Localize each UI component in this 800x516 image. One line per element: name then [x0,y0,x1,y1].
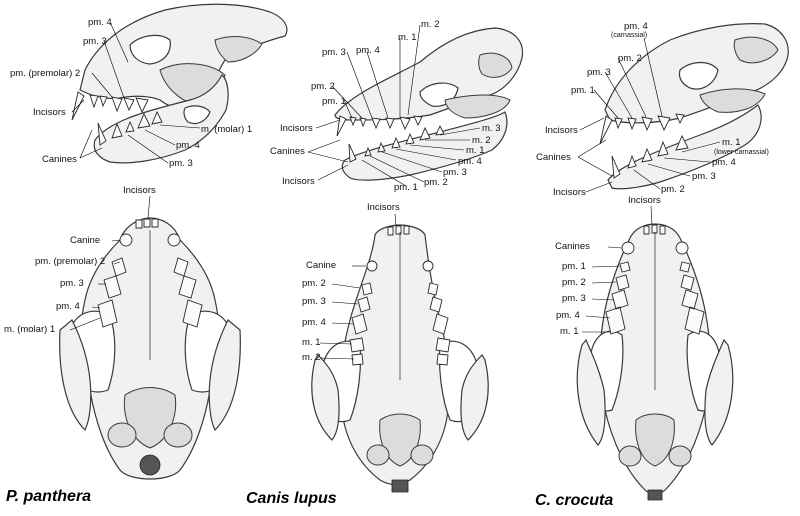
crocuta-lateral-pm1-label: pm. 1 [571,85,595,96]
crocuta-ventral-m1-label: m. 1 [560,326,579,337]
crocuta-ventral-pm3-label: pm. 3 [562,293,586,304]
crocuta-ventral-pm1-label: pm. 1 [562,261,586,272]
crocuta-lateral-lower-pm2-label: pm. 2 [661,184,685,195]
canis-lateral-pm1-label: pm. 1 [322,96,346,107]
panthera-lateral-pm3-label: pm. 3 [83,36,107,47]
crocuta-lateral-incisors-label: Incisors [545,125,578,136]
panthera-ventral-m1-label: m. (molar) 1 [4,324,56,335]
crocuta-lateral-pm4-label: pm. 4 [624,21,648,32]
canis-ventral-m2-label: m. 2 [302,352,321,363]
crocuta-lateral-skull [599,23,789,190]
canis-ventral-pm3-label: pm. 3 [302,296,326,307]
canis-lateral-lower-pm1-label: pm. 1 [394,182,418,193]
crocuta-ventral-pm4-label: pm. 4 [556,310,580,321]
canis-lateral-m2-label: m. 2 [421,19,440,30]
crocuta-lateral-pm3-label: pm. 3 [587,67,611,78]
canis-lateral-lower-pm4-label: pm. 4 [458,156,482,167]
canis-lateral-canines-label: Canines [270,146,305,157]
canis-lateral-lower-m3-label: m. 3 [482,123,501,134]
panthera-caption: P. panthera [6,488,92,505]
canis-ventral-incisors-label: Incisors [367,202,400,213]
canis-lateral-lower-pm2-label: pm. 2 [424,177,448,188]
canis-ventral-pm4-label: pm. 4 [302,317,326,328]
panthera-ventral-pm3-label: pm. 3 [60,278,84,289]
canis-lateral-pm2-label: pm. 2 [311,81,335,92]
crocuta-lateral-pm2-label: pm. 2 [618,53,642,64]
panthera-lateral-pm4-label: pm. 4 [88,17,112,28]
crocuta-ventral-incisors-label: Incisors [628,195,661,206]
crocuta-lateral-lower-pm4-label: pm. 4 [712,157,736,168]
crocuta-lateral-lower-m1-note: (lower carnassial) [714,149,769,156]
panthera-lateral-pm2-label: pm. (premolar) 2 [10,68,81,79]
canis-lateral-pm4-label: pm. 4 [356,45,380,56]
canis-ventral-skull [311,224,489,493]
panthera-ventral-pm4-label: pm. 4 [56,301,80,312]
canis-lateral-lower-incisors-label: Incisors [282,176,315,187]
panthera-ventral-incisors-label: Incisors [123,185,156,196]
canis-caption: Canis lupus [246,490,337,507]
crocuta-lateral-canines-label: Canines [536,152,571,163]
canis-lateral-m1-label: m. 1 [398,32,417,43]
panthera-lateral-incisors-label: Incisors [33,107,66,118]
crocuta-lateral-lower-incisors-label: Incisors [553,187,586,198]
crocuta-lateral-lower-m1-label: m. 1 [722,137,741,148]
leader-lines [69,21,721,360]
canis-lateral-pm3-label: pm. 3 [322,47,346,58]
crocuta-lateral-pm4-note: (carnassial) [611,32,648,39]
panthera-ventral-skull [59,217,241,480]
canis-ventral-m1-label: m. 1 [302,337,321,348]
panthera-ventral-canine-label: Canine [70,235,101,246]
canis-lateral-lower-m2-label: m. 2 [472,135,491,146]
panthera-lateral-lower-pm4-label: pm. 4 [176,140,200,151]
canis-ventral-canine-label: Canine [306,260,337,271]
canis-ventral-pm2-label: pm. 2 [302,278,326,289]
panthera-ventral-pm2-label: pm. (premolar) 2 [35,256,106,267]
canis-lateral-incisors-label: Incisors [280,123,313,134]
canis-lateral-lower-m1-label: m. 1 [466,145,485,156]
panthera-lateral-lower-pm3-label: pm. 3 [169,158,193,169]
panthera-lateral-m1-label: m. (molar) 1 [201,124,253,135]
canis-lateral-lower-pm3-label: pm. 3 [443,167,467,178]
panthera-lateral-canines-label: Canines [42,154,77,165]
crocuta-ventral-canines-label: Canines [555,241,590,252]
crocuta-lateral-lower-pm3-label: pm. 3 [692,171,716,182]
crocuta-caption: C. crocuta [535,492,614,509]
crocuta-ventral-skull [576,223,734,501]
crocuta-ventral-pm2-label: pm. 2 [562,277,586,288]
